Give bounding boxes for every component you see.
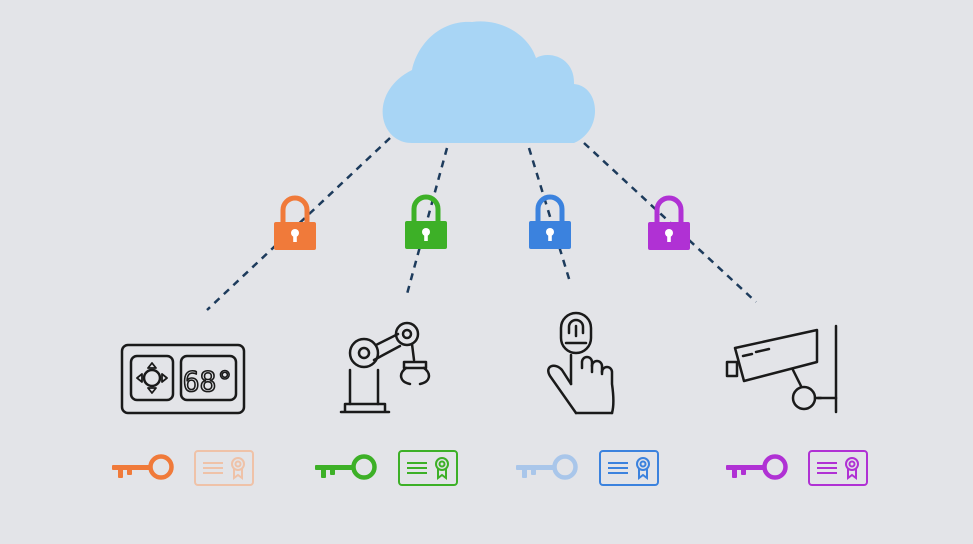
padlock-icon (648, 195, 690, 250)
key-icon (315, 454, 377, 480)
certificate-purple (808, 450, 868, 486)
lock-purple (648, 195, 690, 250)
key-icon (112, 454, 174, 480)
certificate-green (398, 450, 458, 486)
connector-thermostat (206, 137, 391, 311)
lock-orange (274, 195, 316, 250)
certificate-icon (194, 450, 254, 486)
key-icon (726, 454, 788, 480)
connector-fingerprint (527, 147, 572, 283)
padlock-icon (529, 194, 571, 249)
robotic-arm-icon (339, 321, 431, 414)
certificate-icon (808, 450, 868, 486)
security-camera-icon (725, 324, 838, 414)
certificate-orange (194, 450, 254, 486)
certificate-blue (599, 450, 659, 486)
padlock-icon (274, 195, 316, 250)
lock-blue (529, 194, 571, 249)
lock-green (405, 194, 447, 249)
thermostat-display: 68° (183, 365, 234, 398)
key-green (315, 454, 377, 480)
key-orange (112, 454, 174, 480)
key-icon (516, 454, 578, 480)
key-blue (516, 454, 578, 480)
fingerprint-touch-icon (547, 311, 615, 415)
cloud-icon (382, 21, 596, 144)
key-purple (726, 454, 788, 480)
certificate-icon (599, 450, 659, 486)
thermostat-icon: 68° (120, 343, 246, 415)
certificate-icon (398, 450, 458, 486)
padlock-icon (405, 194, 447, 249)
